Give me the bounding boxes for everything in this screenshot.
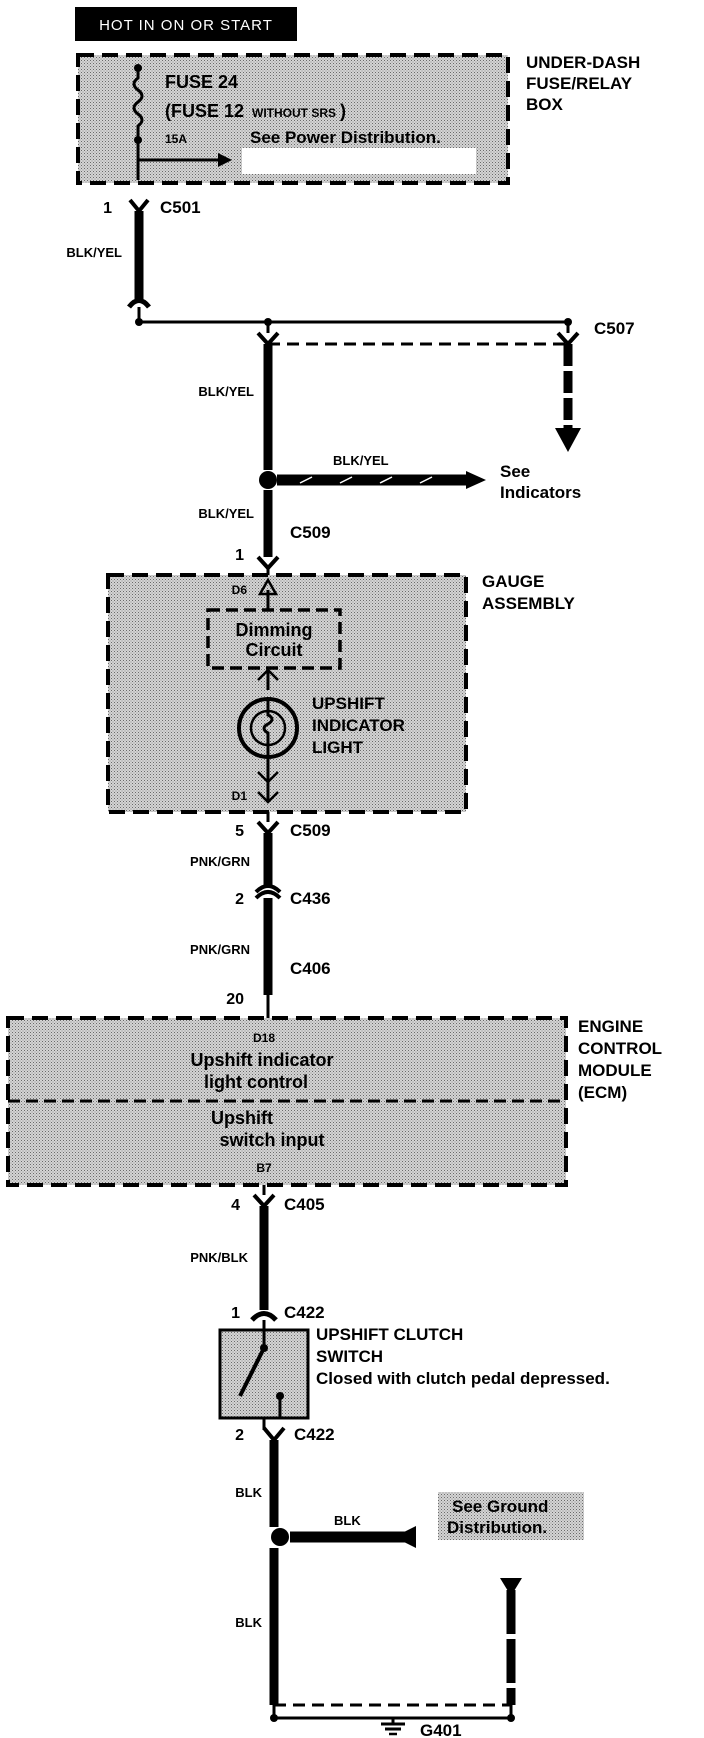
clutch-desc: Closed with clutch pedal depressed. — [316, 1369, 610, 1388]
splice-indicators — [259, 471, 277, 489]
light-label-2: INDICATOR — [312, 716, 405, 735]
pin-2-c422: 2 — [235, 1427, 244, 1444]
c501-label: C501 — [160, 198, 201, 217]
clutch-name-1: UPSHIFT CLUTCH — [316, 1325, 463, 1344]
wire-label-3: BLK/YEL — [333, 453, 389, 468]
fuse-rating: 15A — [165, 132, 187, 146]
gauge-name-1: GAUGE — [482, 572, 544, 591]
pin-2-c436: 2 — [235, 891, 244, 908]
fuse-box-name-1: UNDER-DASH — [526, 53, 640, 72]
wire-label-6: PNK/GRN — [190, 942, 250, 957]
fuse-alt-suffix: ) — [340, 101, 346, 121]
fuse-relay-box: FUSE 24 (FUSE 12 WITHOUT SRS ) 15A See P… — [76, 53, 510, 185]
wire-label-2: BLK/YEL — [198, 384, 254, 399]
connectors-c405-c422 — [250, 1185, 278, 1330]
fuse-alt-prefix: (FUSE 12 — [165, 101, 244, 121]
ecm-ctrl-2: light control — [204, 1072, 308, 1092]
pin-20-c406: 20 — [226, 991, 244, 1008]
ecm-input-2: switch input — [220, 1130, 325, 1150]
connectors-c509-c436-c406 — [254, 812, 282, 1020]
pin-1-c509: 1 — [235, 547, 244, 564]
c436-label: C436 — [290, 889, 331, 908]
pin-5-c509: 5 — [235, 823, 244, 840]
see-power-distribution: See Power Distribution. — [250, 128, 441, 147]
c405-label: C405 — [284, 1195, 325, 1214]
connector-c501 — [127, 198, 151, 309]
upshift-clutch-switch — [218, 1328, 310, 1430]
c406-label: C406 — [290, 959, 331, 978]
wire-label-5: PNK/GRN — [190, 854, 250, 869]
ecm-name-4: (ECM) — [578, 1083, 627, 1102]
light-label-3: LIGHT — [312, 738, 364, 757]
fuse-symbol — [132, 68, 144, 140]
ecm-name-2: CONTROL — [578, 1039, 662, 1058]
gauge-assembly — [106, 573, 468, 814]
ground-ref-box — [438, 1492, 584, 1540]
ecm-box — [6, 1016, 568, 1187]
clutch-name-2: SWITCH — [316, 1347, 383, 1366]
pin-1-c501: 1 — [103, 200, 112, 217]
wire-label-1: BLK/YEL — [66, 245, 122, 260]
g401-label: G401 — [420, 1721, 462, 1738]
ecm-name-3: MODULE — [578, 1061, 652, 1080]
ecm-input-1: Upshift — [211, 1108, 273, 1128]
see-ground-1: See Ground — [452, 1497, 548, 1516]
c507-label: C507 — [594, 319, 635, 338]
light-label-1: UPSHIFT — [312, 694, 385, 713]
connector-c509-top — [256, 555, 280, 571]
fuse-alt-small: WITHOUT SRS — [252, 106, 336, 120]
gauge-name-2: ASSEMBLY — [482, 594, 576, 613]
ecm-ctrl-1: Upshift indicator — [191, 1050, 334, 1070]
wire-label-7: PNK/BLK — [190, 1250, 248, 1265]
fuse-name: FUSE 24 — [165, 72, 238, 92]
see-ground-2: Distribution. — [447, 1518, 547, 1537]
c509-top-label: C509 — [290, 523, 331, 542]
dimming-text-1: Dimming — [235, 620, 312, 640]
pin-1-c422: 1 — [231, 1305, 240, 1322]
pin-4-c405: 4 — [231, 1197, 240, 1214]
connector-c507 — [256, 322, 581, 452]
see-indicators-2: Indicators — [500, 483, 581, 502]
fuse-box-name-3: BOX — [526, 95, 564, 114]
hot-label-box — [75, 7, 297, 41]
dimming-circuit-box — [206, 608, 342, 670]
gauge-pin-top: D6 — [232, 583, 248, 597]
wire-label-4: BLK/YEL — [198, 506, 254, 521]
wire-label-8: BLK — [235, 1485, 262, 1500]
gauge-pin-bottom: D1 — [232, 789, 248, 803]
hot-label: HOT IN ON OR START — [99, 17, 273, 34]
c509-bottom-label: C509 — [290, 821, 331, 840]
c422-bottom-label: C422 — [294, 1425, 335, 1444]
ecm-name-1: ENGINE — [578, 1017, 643, 1036]
fuse-box-name-2: FUSE/RELAY — [526, 74, 633, 93]
wire-label-10: BLK — [235, 1615, 262, 1630]
ecm-pin-bottom: B7 — [256, 1161, 272, 1175]
wire-label-9: BLK — [334, 1513, 361, 1528]
see-indicators-1: See — [500, 462, 530, 481]
dimming-text-2: Circuit — [245, 640, 302, 660]
c422-top-label: C422 — [284, 1303, 325, 1322]
ground-circuit — [262, 1426, 522, 1736]
ecm-pin-top: D18 — [253, 1031, 275, 1045]
